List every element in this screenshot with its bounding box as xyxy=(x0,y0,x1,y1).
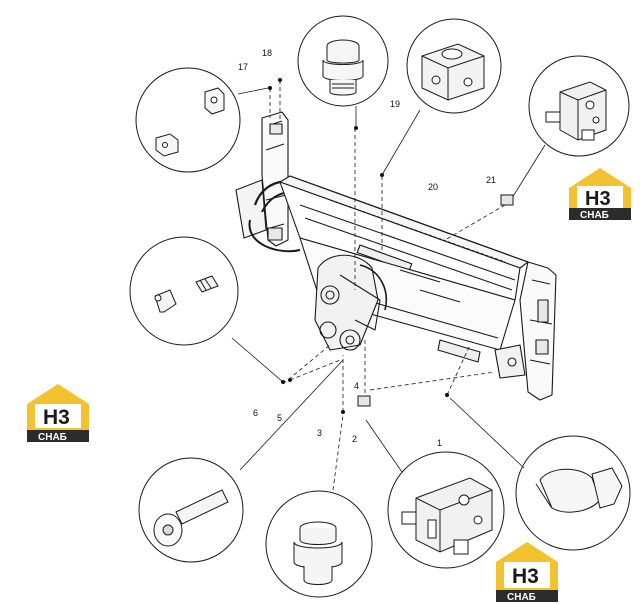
callout-19: 19 xyxy=(390,99,400,109)
fitting-19-part xyxy=(322,39,364,96)
logo-watermark-top-right: H3 CHAБ xyxy=(569,168,631,221)
svg-text:H3: H3 xyxy=(585,188,611,210)
callout-18: 18 xyxy=(262,48,272,58)
callout-1: 1 xyxy=(437,438,442,448)
small-parts xyxy=(357,194,514,407)
adapter-4-part xyxy=(293,521,343,585)
valve-assembly-2-part xyxy=(401,477,493,555)
callout-labels: 17 18 19 20 21 6 5 4 3 2 1 xyxy=(238,48,496,448)
valve-block-21-part xyxy=(545,81,607,141)
bubble-cap-bracket xyxy=(135,67,241,173)
elbow-1-part xyxy=(535,467,623,513)
svg-text:H3: H3 xyxy=(43,406,70,429)
part-2-marker xyxy=(357,395,371,407)
boom-assembly xyxy=(235,111,557,401)
clamp-block-20-part xyxy=(421,43,485,101)
svg-text:CHAБ: CHAБ xyxy=(580,210,609,221)
callout-21: 21 xyxy=(486,175,496,185)
callout-6: 6 xyxy=(253,408,258,418)
bolt-3-part xyxy=(153,489,229,547)
logo-watermark-bottom-right: H3 CHAБ xyxy=(496,542,558,603)
callout-4: 4 xyxy=(354,381,359,391)
elbow-fittings-part xyxy=(154,275,219,313)
leader-lines xyxy=(269,80,506,491)
callout-3: 3 xyxy=(317,428,322,438)
svg-text:H3: H3 xyxy=(512,565,539,588)
svg-text:CHAБ: CHAБ xyxy=(38,432,67,443)
bubble-elbow-fittings-5-6 xyxy=(129,236,239,346)
logo-watermark-left: H3 CHAБ xyxy=(27,384,89,443)
svg-text:CHAБ: CHAБ xyxy=(507,592,536,603)
part-21-marker xyxy=(500,194,514,206)
cap-bracket-part xyxy=(155,87,225,157)
callout-17: 17 xyxy=(238,62,248,72)
callout-5: 5 xyxy=(277,413,282,423)
callout-2: 2 xyxy=(352,434,357,444)
callout-20: 20 xyxy=(428,182,438,192)
leader-solid-lines xyxy=(231,87,546,473)
